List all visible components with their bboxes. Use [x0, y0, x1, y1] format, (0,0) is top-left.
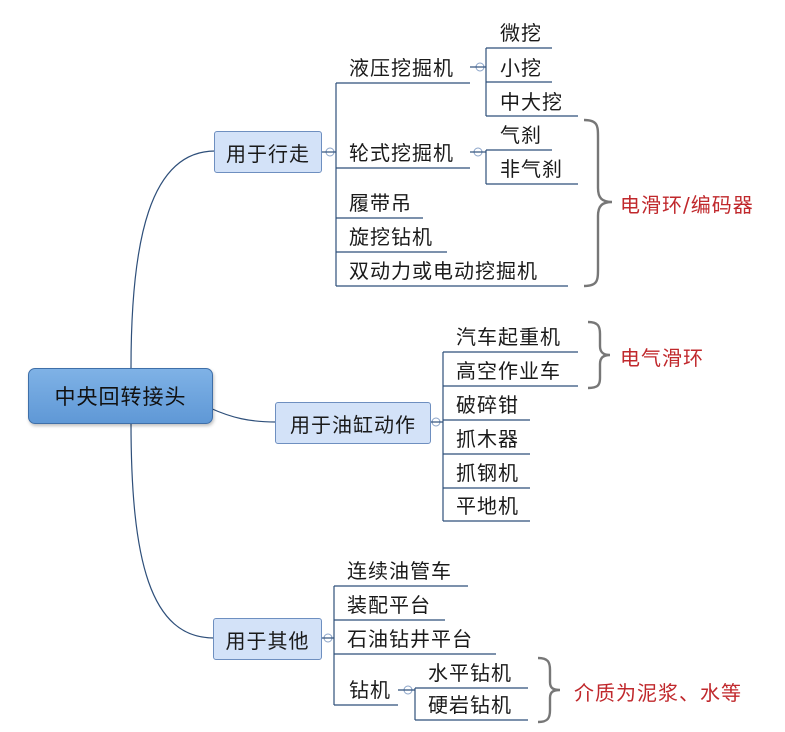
branch-walk[interactable]: 用于行走	[214, 131, 322, 173]
curly-brace-icon	[583, 118, 613, 288]
curly-brace-icon	[537, 656, 561, 724]
curly-brace-icon	[587, 320, 611, 390]
leaf-oil-drilling-platform[interactable]: 石油钻井平台	[347, 627, 473, 651]
root-node[interactable]: 中央回转接头	[28, 368, 213, 424]
link-root-other	[130, 421, 215, 639]
link-root-walk	[130, 150, 216, 369]
leaf-large[interactable]: 中大挖	[500, 90, 563, 114]
note-walk: 电滑环/编码器	[620, 193, 754, 217]
leaf-drilling-rig[interactable]: 钻机	[349, 678, 391, 702]
leaf-assembly-platform[interactable]: 装配平台	[347, 593, 431, 617]
leaf-steel-grab[interactable]: 抓钢机	[456, 461, 519, 485]
leaf-mini[interactable]: 微挖	[500, 21, 542, 45]
leaf-hard-rock-drill[interactable]: 硬岩钻机	[428, 693, 512, 717]
leaf-dual-power-excavator[interactable]: 双动力或电动挖掘机	[349, 259, 538, 283]
leaf-wood-grab[interactable]: 抓木器	[456, 427, 519, 451]
leaf-crusher[interactable]: 破碎钳	[456, 393, 519, 417]
branch-other[interactable]: 用于其他	[213, 618, 322, 660]
leaf-hydraulic-excavator[interactable]: 液压挖掘机	[349, 56, 454, 80]
branch-cylinder[interactable]: 用于油缸动作	[275, 402, 431, 444]
leaf-wheel-excavator[interactable]: 轮式挖掘机	[349, 141, 454, 165]
leaf-crawler-crane[interactable]: 履带吊	[349, 191, 412, 215]
leaf-horizontal-drill[interactable]: 水平钻机	[428, 661, 512, 685]
leaf-air-brake[interactable]: 气刹	[500, 123, 542, 147]
leaf-grader[interactable]: 平地机	[456, 494, 519, 518]
note-other: 介质为泥浆、水等	[574, 681, 742, 705]
leaf-aerial-platform[interactable]: 高空作业车	[456, 359, 561, 383]
leaf-truck-crane[interactable]: 汽车起重机	[456, 325, 561, 349]
note-cylinder: 电气滑环	[620, 346, 704, 370]
leaf-non-air-brake[interactable]: 非气刹	[500, 157, 563, 181]
leaf-coiled-tubing[interactable]: 连续油管车	[347, 559, 452, 583]
leaf-rotary-drill[interactable]: 旋挖钻机	[349, 225, 433, 249]
leaf-small[interactable]: 小挖	[500, 56, 542, 80]
link-root-cylinder	[209, 407, 277, 423]
